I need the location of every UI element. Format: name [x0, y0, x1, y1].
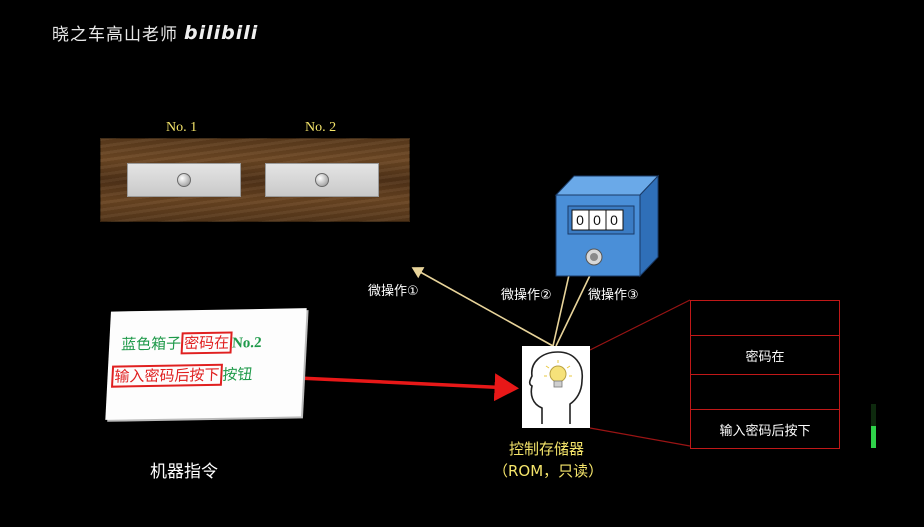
rom-row-2: 密码在 — [691, 336, 839, 375]
drawer-label-no1: No. 1 — [166, 120, 198, 135]
rom-row-3 — [691, 375, 839, 410]
machine-instruction-caption: 机器指令 — [150, 462, 218, 482]
rom-row-4: 输入密码后按下 — [719, 423, 811, 439]
card-text-password-at: 密码在 — [180, 331, 233, 355]
micro-op-3-arrow — [555, 263, 597, 347]
control-store-subtitle: （ROM，只读） — [493, 462, 604, 480]
head-lightbulb-icon — [528, 351, 583, 424]
card-text-button: 按钮 — [221, 365, 253, 384]
safe-digit-1: 0 — [576, 212, 584, 228]
drawer-knob-icon — [177, 173, 191, 187]
card-text-blue-box: 蓝色箱子 — [120, 334, 182, 354]
channel-watermark: 晓之车高山老师 bilibili — [52, 20, 259, 46]
watermark-text: 晓之车高山老师 — [52, 25, 178, 45]
rom-row-1 — [691, 301, 839, 336]
safe-digit-3: 0 — [610, 212, 618, 228]
control-store-title: 控制存储器 — [509, 440, 585, 458]
bilibili-logo: bilibili — [184, 21, 259, 44]
micro-op-3-label: 微操作③ — [588, 288, 639, 303]
instruction-arrow — [297, 373, 519, 402]
scrollbar[interactable] — [871, 404, 876, 448]
scrollbar-thumb[interactable] — [871, 426, 876, 448]
micro-op-1-arrow — [411, 267, 554, 347]
drawer-label-no2: No. 2 — [305, 120, 337, 135]
card-line-2: 输入密码后按下按钮 — [110, 363, 253, 388]
drawer-no2 — [265, 163, 379, 197]
drawer-knob-icon — [315, 173, 329, 187]
rom-table: 密码在 输入密码后按下 — [690, 300, 840, 449]
card-text-no2: No.2 — [231, 334, 263, 352]
micro-op-1-label: 微操作① — [368, 284, 419, 299]
rom-link-bottom — [589, 427, 691, 447]
micro-op-2-label: 微操作② — [501, 288, 552, 303]
safe-digit-2: 0 — [593, 212, 601, 228]
rom-link-top — [589, 299, 691, 351]
drawer-no1 — [127, 163, 241, 197]
card-text-enter-password: 输入密码后按下 — [110, 363, 223, 388]
control-store-image — [522, 346, 590, 428]
safe-icon — [554, 174, 660, 278]
